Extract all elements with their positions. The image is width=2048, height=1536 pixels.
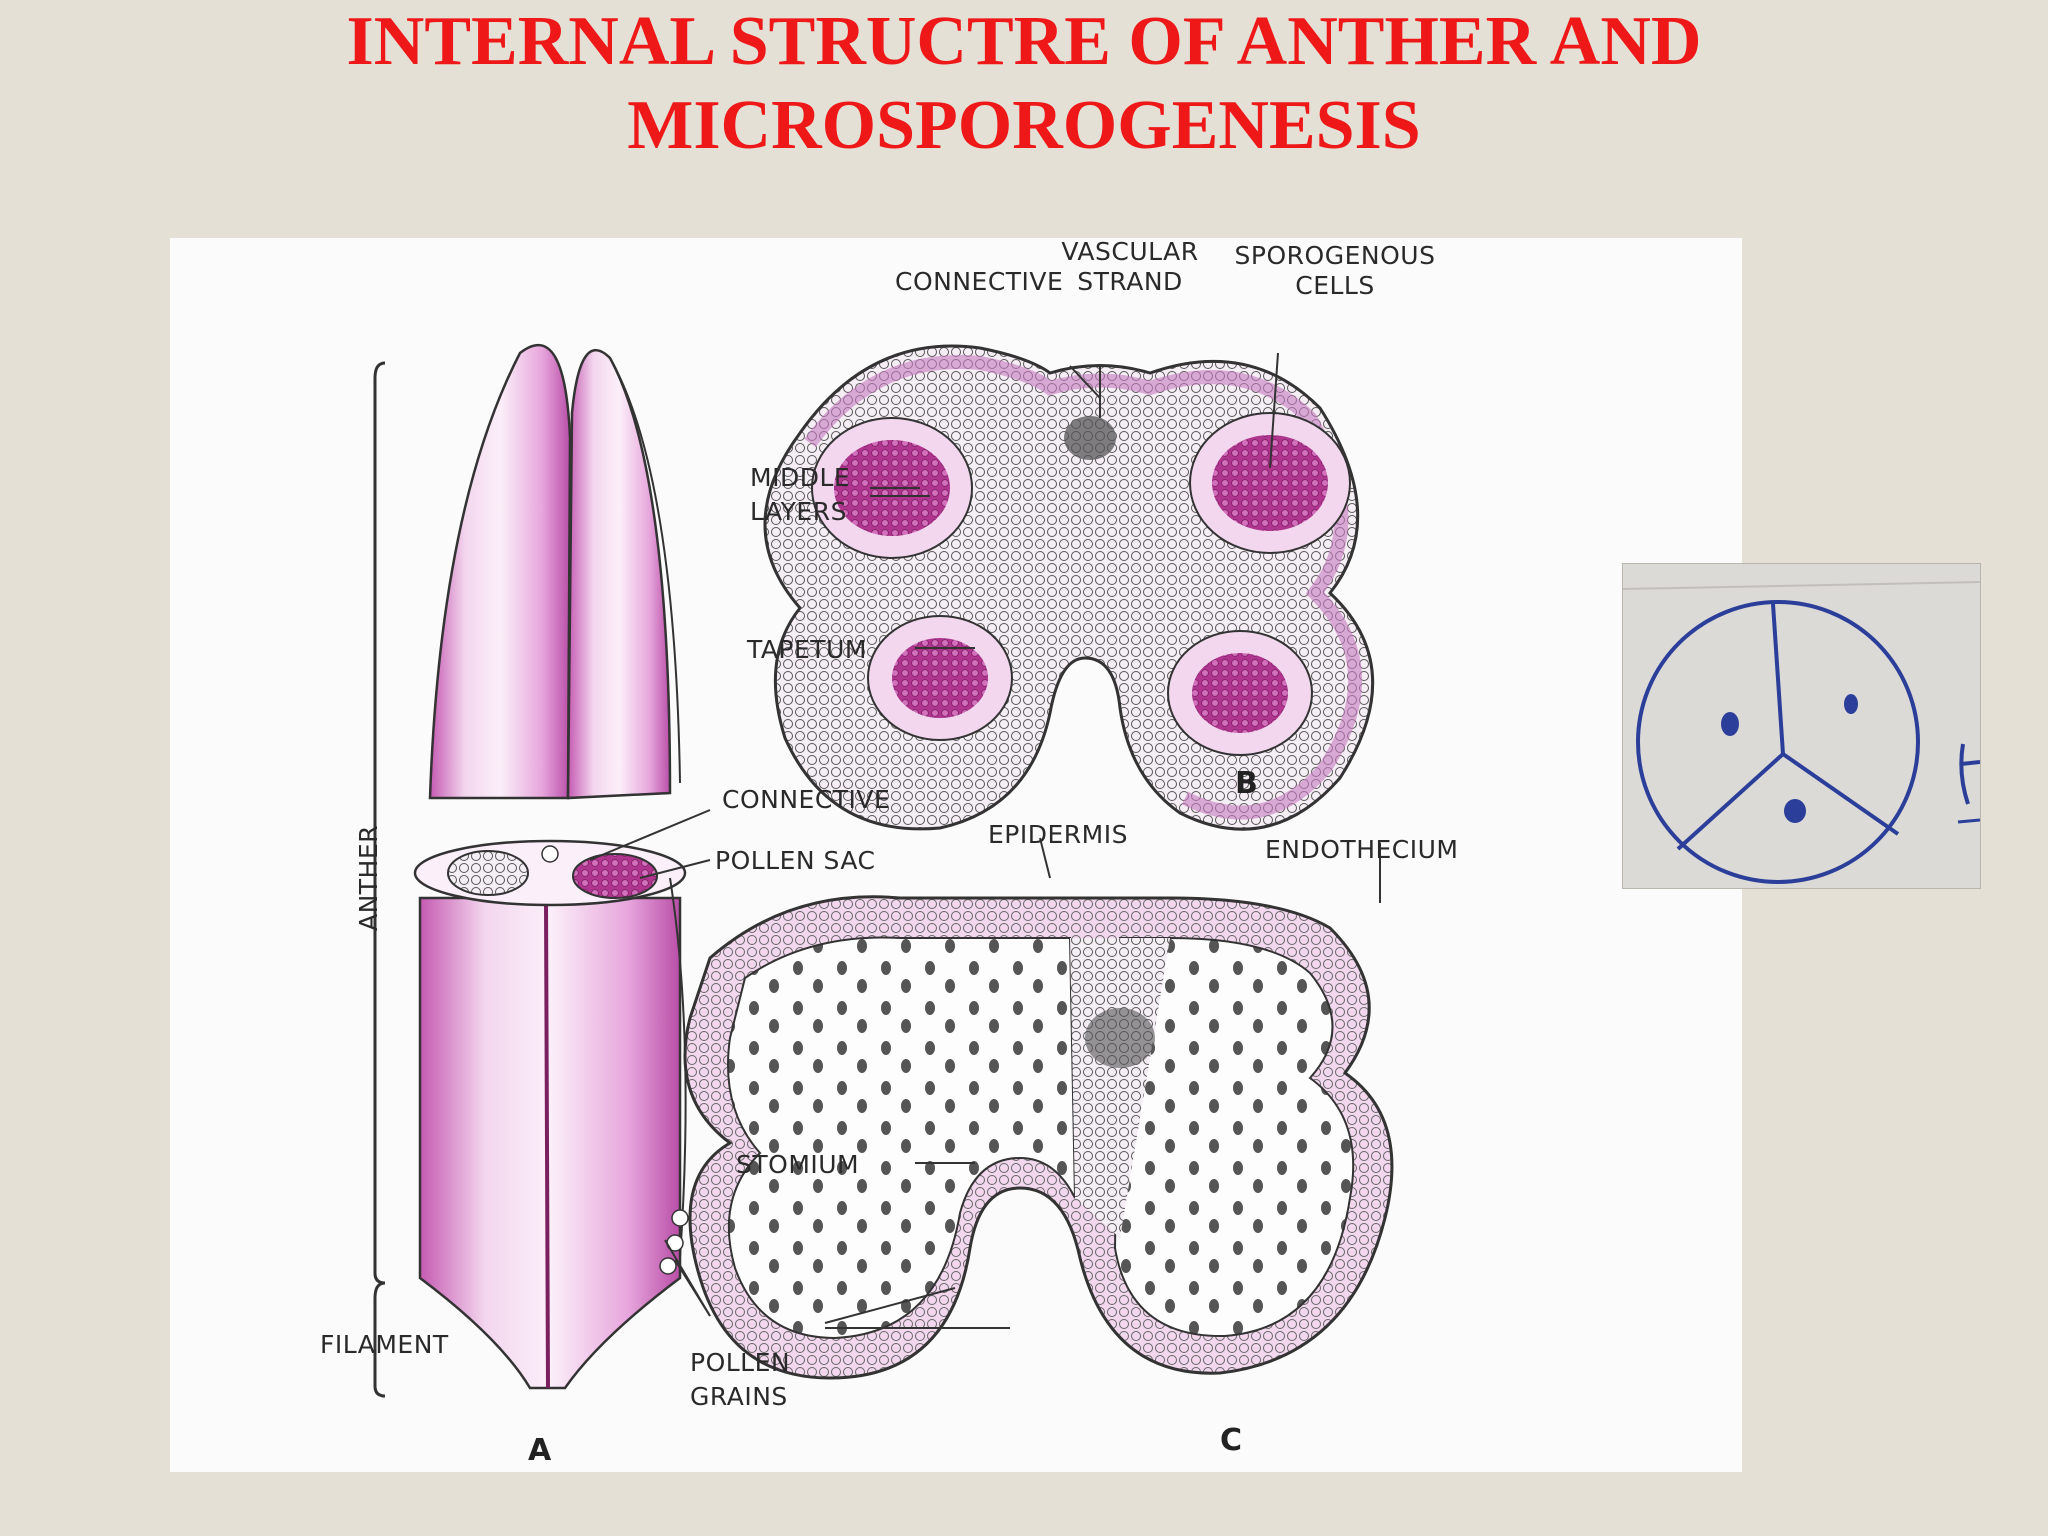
label-grains: GRAINS (690, 1382, 788, 1411)
label-vascular: VASCULAR (1061, 238, 1198, 266)
label-endothecium: ENDOTHECIUM (1265, 835, 1459, 864)
tetrad-sketch-icon (1622, 564, 1981, 888)
label-strand: STRAND (1077, 267, 1183, 296)
slide-title-line-2: MICROSPOROGENESIS (627, 87, 1421, 164)
label-tapetum: TAPETUM (746, 635, 867, 664)
label-stomium: STOMIUM (736, 1150, 859, 1179)
panel-a-anther-drawing (373, 343, 689, 1398)
panel-label-b: B (1235, 766, 1258, 801)
panel-label-c: C (1220, 1423, 1242, 1458)
leader-lines (589, 352, 1381, 1329)
label-connective-b: CONNECTIVE (895, 267, 1063, 296)
tetrad-sketch-inset (1622, 563, 1981, 889)
label-filament: FILAMENT (320, 1330, 449, 1359)
label-pollen-sac: POLLEN SAC (715, 846, 876, 875)
label-pollen: POLLEN (690, 1348, 790, 1377)
panel-b-young-anther-section (763, 344, 1375, 831)
label-connective-a: CONNECTIVE (722, 785, 890, 814)
label-layers: LAYERS (750, 497, 847, 526)
panel-label-a: A (528, 1433, 552, 1468)
slide-title-line-1: INTERNAL STRUCTRE OF ANTHER AND (346, 3, 1702, 80)
label-sporogenous: SPOROGENOUS (1235, 241, 1436, 270)
panel-c-mature-anther-section (683, 895, 1394, 1380)
anther-diagram: ANTHER FILAMENT CONNECTIVE POLLEN SAC PO… (170, 238, 1742, 1472)
label-cells: CELLS (1295, 271, 1374, 300)
label-epidermis: EPIDERMIS (988, 820, 1128, 849)
label-middle: MIDDLE (750, 463, 850, 492)
label-anther: ANTHER (354, 825, 383, 931)
